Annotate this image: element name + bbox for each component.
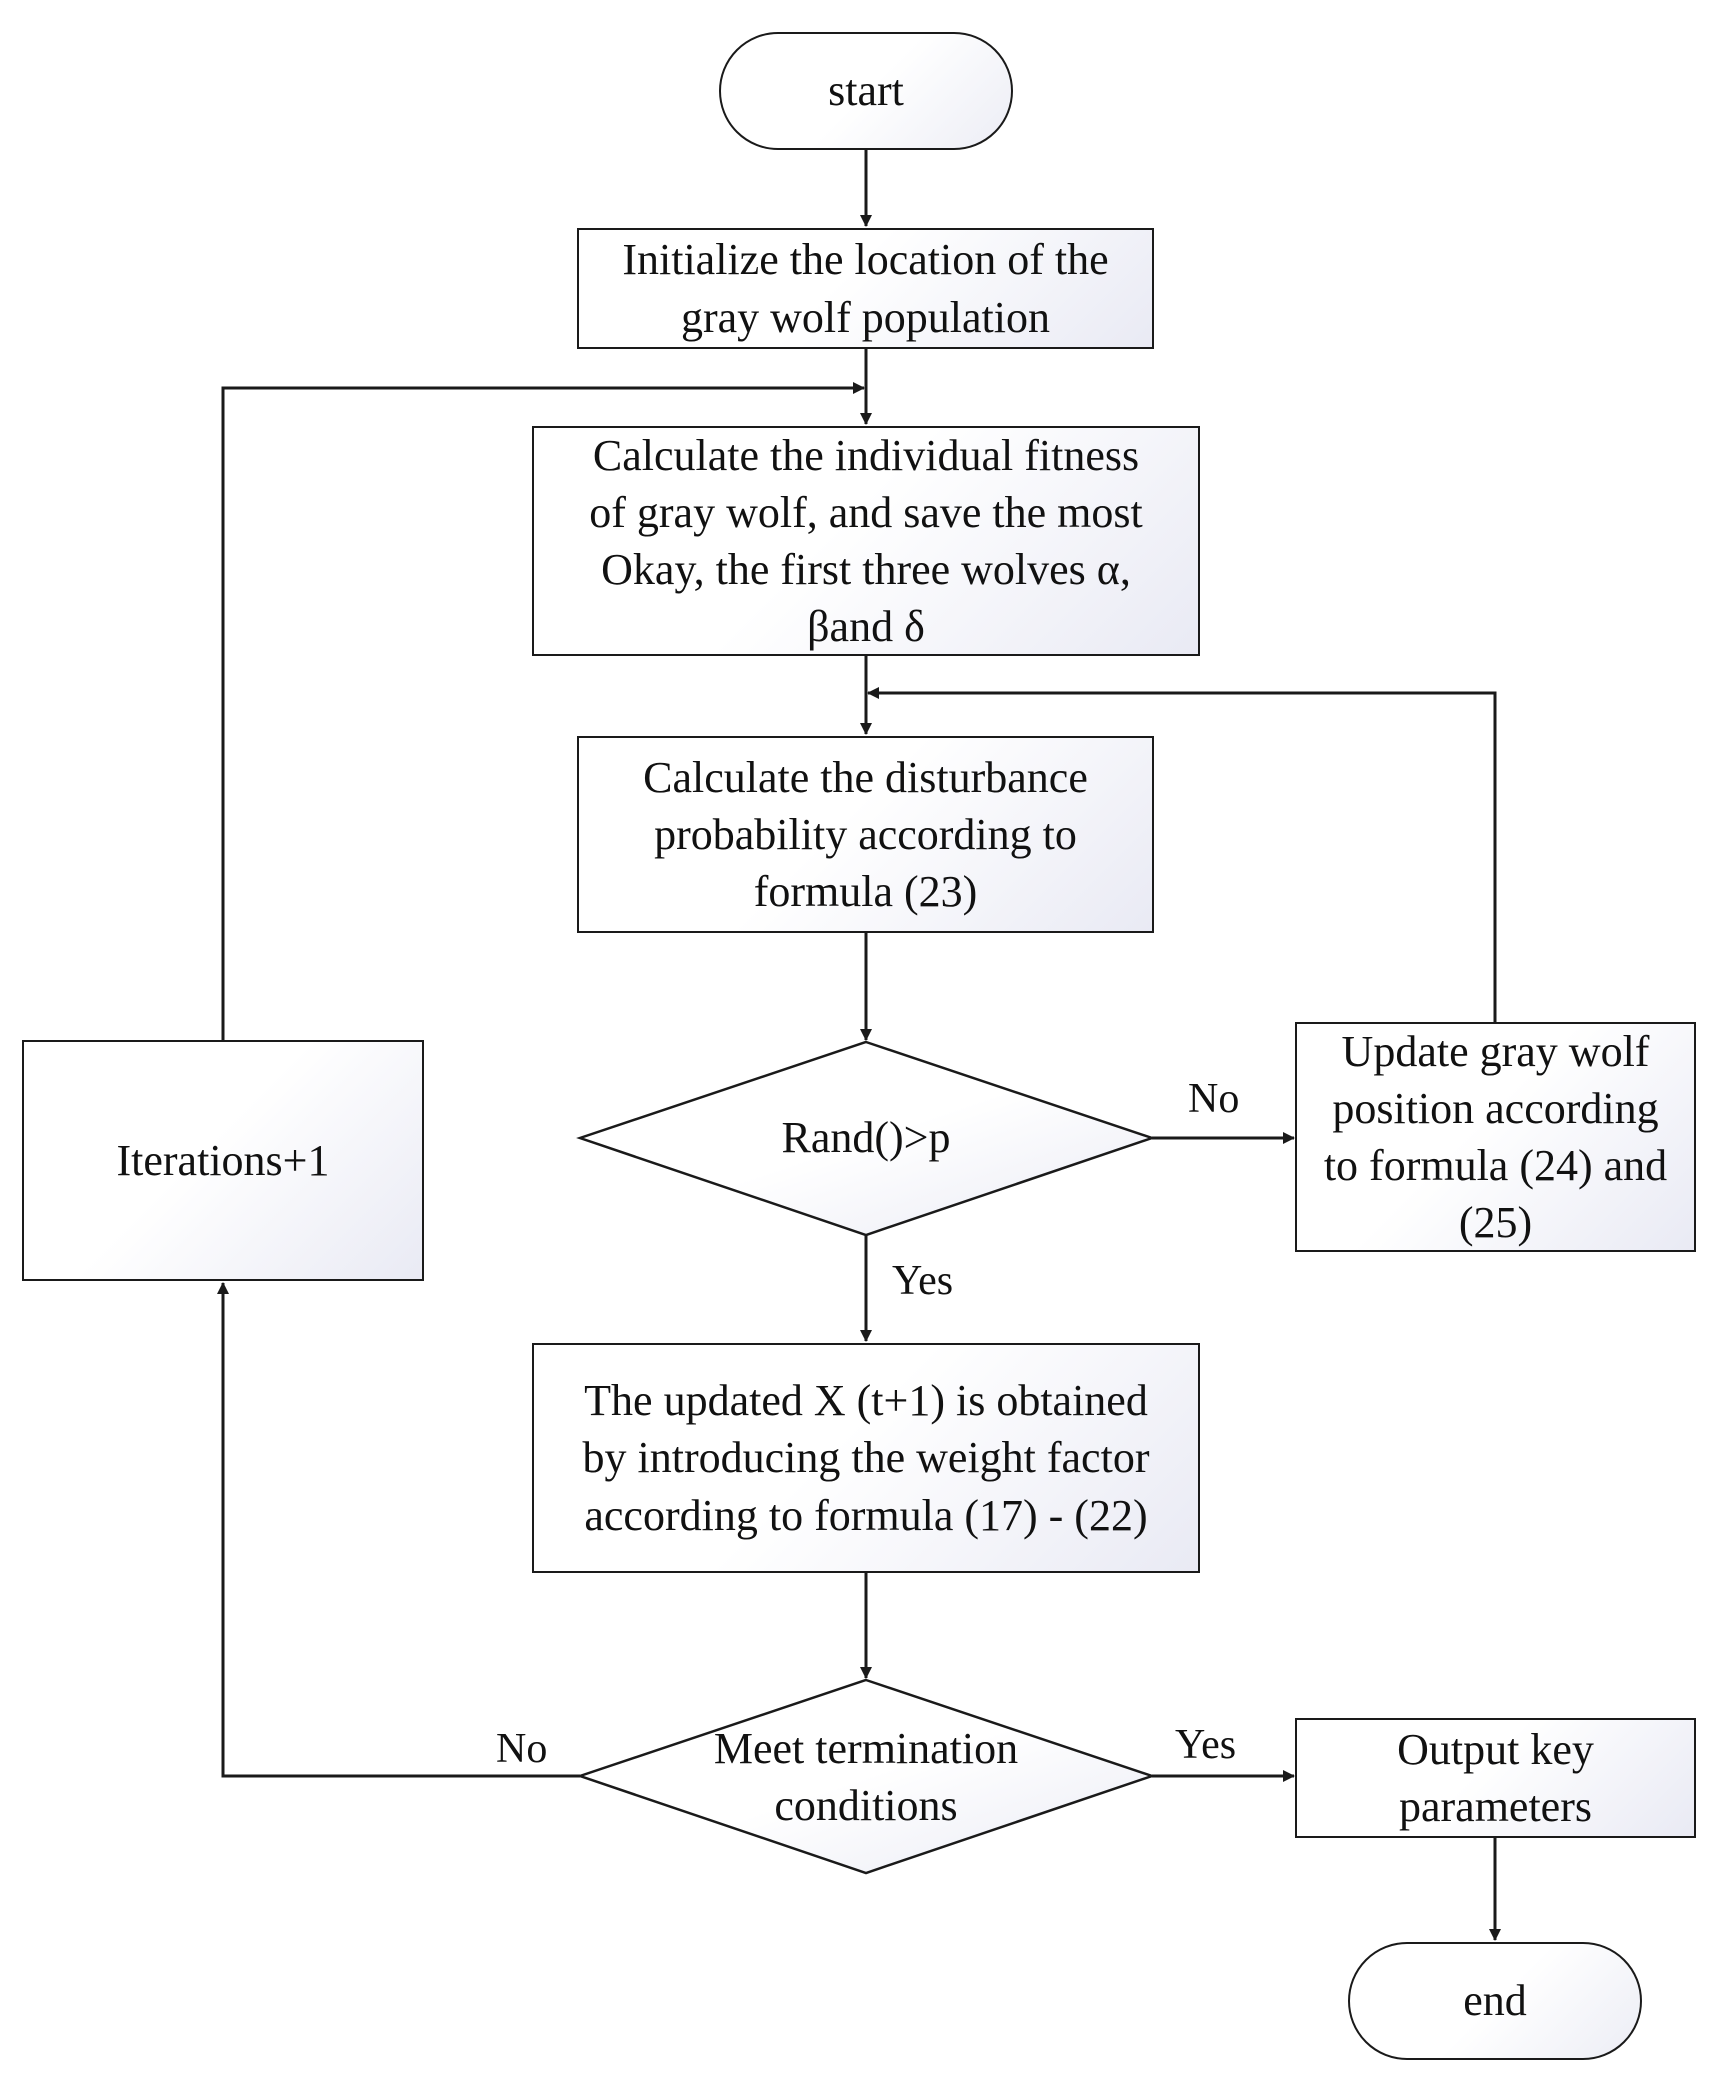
output-parameters-box: Output key parameters <box>1295 1718 1696 1838</box>
weight-factor-update-label: The updated X (t+1) is obtained by intro… <box>582 1376 1150 1540</box>
termination-decision: Meet termination conditions <box>640 1718 1092 1836</box>
iterations-label: Iterations+1 <box>116 1135 330 1185</box>
initialize-population-label: Initialize the location of the gray wolf… <box>622 235 1109 342</box>
edge-iterations-loop <box>221 382 865 1040</box>
weight-factor-update-box: The updated X (t+1) is obtained by intro… <box>532 1343 1200 1573</box>
end-label: end <box>1463 1976 1527 2026</box>
edge-update-loop <box>867 687 1497 1022</box>
output-parameters-label: Output key parameters <box>1397 1724 1594 1831</box>
disturbance-probability-box: Calculate the disturbance probability ac… <box>577 736 1154 933</box>
disturbance-probability-label: Calculate the disturbance probability ac… <box>643 752 1088 917</box>
start-label: start <box>828 66 904 116</box>
initialize-population-box: Initialize the location of the gray wolf… <box>577 228 1154 349</box>
end-terminal: end <box>1348 1942 1642 2060</box>
calculate-fitness-label: Calculate the individual fitness of gray… <box>589 430 1143 652</box>
update-position-box: Update gray wolf position according to f… <box>1295 1022 1696 1252</box>
rand-yes-label: Yes <box>892 1258 954 1304</box>
iterations-box: Iterations+1 <box>22 1040 424 1281</box>
edge-term-no <box>217 1282 580 1778</box>
update-position-label: Update gray wolf position according to f… <box>1323 1026 1668 1248</box>
rand-decision-label: Rand()>p <box>781 1113 951 1163</box>
calculate-fitness-box: Calculate the individual fitness of gray… <box>532 426 1200 656</box>
rand-no-label: No <box>1188 1076 1240 1122</box>
term-yes-label: Yes <box>1175 1722 1237 1768</box>
term-no-label: No <box>496 1726 548 1772</box>
start-terminal: start <box>719 32 1013 150</box>
rand-decision: Rand()>p <box>640 1100 1092 1176</box>
termination-decision-diamond <box>576 1678 1156 1875</box>
termination-decision-label: Meet termination conditions <box>713 1723 1019 1830</box>
